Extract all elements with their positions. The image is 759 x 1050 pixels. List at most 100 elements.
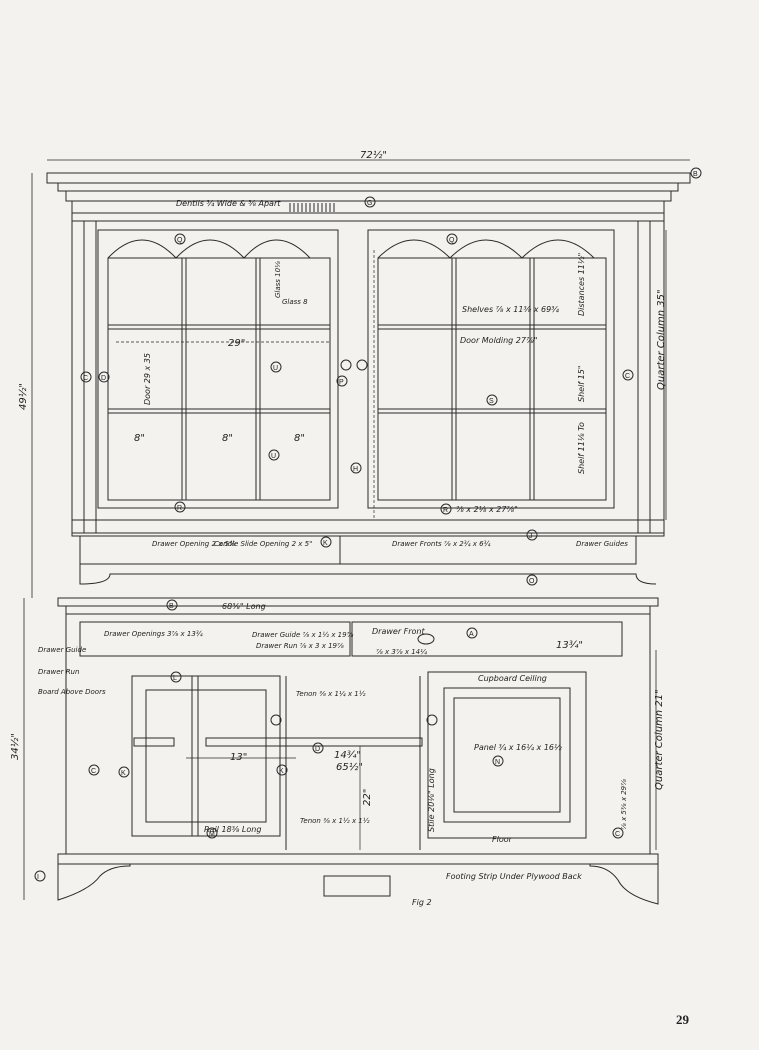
drawer-opening-label: Drawer Opening 2 x 5⅞: [152, 540, 236, 548]
svg-text:C: C: [625, 373, 630, 380]
svg-text:P: P: [339, 379, 344, 386]
key-marker: D: [312, 742, 324, 754]
rail-lower-label: Rail 18⅜ Long: [204, 825, 261, 834]
svg-text:J: J: [529, 533, 533, 540]
mullion-29-label: 29": [228, 338, 245, 349]
drawer-13-label: 13¾": [556, 640, 583, 651]
lower-22-label: 22": [362, 789, 373, 806]
key-marker: U: [270, 361, 282, 373]
key-marker: O: [526, 574, 538, 586]
stile-label: Stile 20⅛" Long: [427, 768, 436, 832]
svg-text:K: K: [323, 540, 328, 547]
svg-text:D: D: [315, 746, 320, 753]
drawer-front-label: Drawer Front: [372, 627, 426, 636]
distances-label: Distances 11½": [577, 253, 586, 316]
svg-text:Q: Q: [449, 237, 455, 244]
key-marker: K: [118, 766, 130, 778]
lower-right-door: [427, 671, 587, 839]
waist-molding: [57, 597, 659, 607]
side-dim-label: ⅞ x 5⅜ x 29⅞: [620, 779, 628, 830]
svg-text:B: B: [693, 171, 698, 178]
svg-text:B: B: [169, 603, 174, 610]
lower-left-door: [131, 675, 281, 837]
door-molding-label: Door Molding 27⅞": [460, 336, 537, 345]
tenon-1-label: Tenon ⅜ x 1¼ x 1½: [296, 690, 366, 698]
tenon-2-label: Tenon ⅜ x 1½ x 1½: [300, 817, 370, 825]
drawer-run-label: Drawer Run ⅞ x 3 x 19⅞: [256, 642, 344, 650]
lower-65-label: 65½": [336, 761, 363, 773]
candle-slide-label: Candle Slide Opening 2 x 5": [214, 540, 312, 548]
bracket-foot-left: [57, 864, 131, 901]
bracket-foot-right: [589, 864, 659, 905]
cupboard-ceiling-label: Cupboard Ceiling: [478, 674, 547, 683]
key-marker: G: [364, 196, 376, 208]
lower-height-label: 34½": [9, 733, 21, 760]
key-marker: R: [440, 503, 452, 515]
left-glazed-door: [97, 229, 339, 509]
key-marker: Q: [174, 233, 186, 245]
overall-width-label: 72½": [360, 149, 387, 161]
svg-text:A: A: [469, 631, 474, 638]
door-label: Door 29 x 35: [143, 353, 152, 405]
long-68-label: 68⅜" Long: [222, 602, 266, 611]
svg-text:L: L: [173, 675, 177, 682]
glass-8-left-label: 8": [134, 433, 145, 444]
drawer-openings-label: Drawer Openings 3⅞ x 13¾: [104, 630, 203, 638]
svg-text:H: H: [353, 466, 358, 473]
side-board-label: Board Above Doors: [38, 688, 106, 696]
svg-text:K: K: [121, 770, 126, 777]
svg-text:U: U: [271, 453, 276, 460]
key-marker: K: [320, 536, 332, 548]
quarter-column-upper-label: Quarter Column 35": [656, 289, 667, 390]
floor-label: Floor: [492, 835, 513, 844]
footing-label: Footing Strip Under Plywood Back: [446, 872, 582, 881]
rail-upper-label: ⅞ x 2⅛ x 27⅞": [456, 505, 518, 514]
key-marker: C: [622, 369, 634, 381]
svg-text:N: N: [495, 759, 500, 766]
key-marker: K: [276, 764, 288, 776]
drawer-guides-label: Drawer Guides: [576, 540, 628, 548]
svg-text:U: U: [273, 365, 278, 372]
svg-text:R: R: [177, 505, 182, 512]
glass-label: Glass 10⅛: [274, 261, 282, 298]
key-marker: H: [350, 462, 362, 474]
key-marker: R: [174, 501, 186, 513]
key-marker: C: [88, 764, 100, 776]
key-marker: B: [690, 167, 702, 179]
quarter-column-lower-label: Quarter Column 21": [654, 689, 665, 790]
panel-label: Panel ¾ x 16¼ x 16½: [474, 743, 562, 752]
shelf-1-label: Shelf 15": [577, 365, 586, 402]
drawer-front-dim-label: ⅞ x 3⅞ x 14¼: [376, 648, 427, 656]
glass-8-label: Glass 8: [282, 298, 308, 306]
lower-13-label: 13": [230, 752, 247, 763]
page-number: 29: [676, 1012, 689, 1027]
dentils-label: Dentils ¾ Wide & ⅜ Apart: [176, 199, 281, 208]
key-marker: U: [268, 449, 280, 461]
svg-text:Q: Q: [177, 237, 183, 244]
svg-text:C: C: [91, 768, 96, 775]
svg-text:I: I: [37, 874, 39, 881]
svg-text:R: R: [443, 507, 448, 514]
glass-8-mid-label: 8": [222, 433, 233, 444]
side-drawer-run-label: Drawer Run: [38, 668, 79, 676]
key-marker: I: [34, 870, 46, 882]
side-drawer-guide-label: Drawer Guide: [38, 646, 86, 654]
lower-14-label: 14¾": [334, 750, 361, 761]
key-marker: B: [166, 599, 178, 611]
key-marker: C: [612, 827, 624, 839]
svg-text:C: C: [615, 831, 620, 838]
svg-text:M: M: [209, 831, 215, 838]
svg-text:G: G: [367, 200, 372, 207]
key-marker: D: [98, 371, 110, 383]
shelves-label: Shelves ⅞ x 11⅜ x 69¾: [462, 305, 559, 314]
key-marker: P: [336, 375, 348, 387]
key-marker: S: [486, 394, 498, 406]
drawer-guide-dim-label: Drawer Guide ⅞ x 1½ x 19⅞: [252, 631, 354, 639]
dentil-row: [289, 203, 335, 212]
key-marker: N: [492, 755, 504, 767]
key-marker: L: [170, 671, 182, 683]
svg-text:S: S: [489, 398, 494, 405]
key-marker: A: [466, 627, 478, 639]
key-marker: J: [526, 529, 538, 541]
